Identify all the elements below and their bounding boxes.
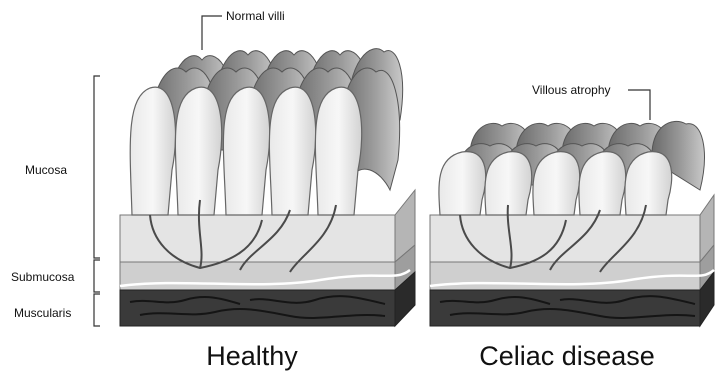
healthy-mucosa-front xyxy=(120,215,395,262)
healthy-front-villi xyxy=(130,87,361,215)
celiac-front-villi xyxy=(439,152,672,215)
mucosa-bracket xyxy=(94,76,100,258)
healthy-tissue-block xyxy=(120,49,415,326)
layer-brackets xyxy=(94,76,100,326)
celiac-muscularis xyxy=(430,290,700,326)
healthy-muscularis xyxy=(120,290,395,326)
celiac-caption: Celiac disease xyxy=(479,341,655,371)
villous-atrophy-label: Villous atrophy xyxy=(532,83,611,97)
muscularis-label: Muscularis xyxy=(14,306,71,320)
healthy-caption: Healthy xyxy=(206,341,298,371)
normal-villi-callout-line xyxy=(202,16,222,50)
villous-atrophy-callout-line xyxy=(628,90,650,120)
submucosa-label: Submucosa xyxy=(11,270,75,284)
submucosa-bracket xyxy=(94,260,100,292)
normal-villi-label: Normal villi xyxy=(226,9,285,23)
celiac-tissue-block xyxy=(430,121,714,326)
muscularis-bracket xyxy=(94,294,100,326)
mucosa-label: Mucosa xyxy=(25,163,67,177)
